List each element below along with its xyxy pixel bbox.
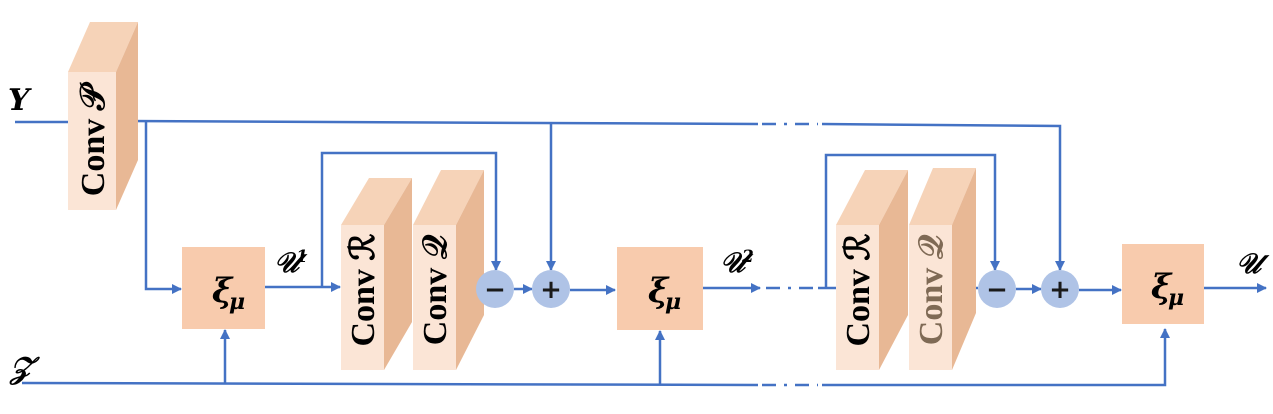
xi-symbol: ξ: [648, 271, 670, 311]
plus-sign: +: [540, 275, 562, 305]
conv-q1-side: [456, 170, 484, 370]
top-bus-line-a: [117, 119, 759, 126]
z-input-label: 𝒵: [9, 351, 40, 386]
conv-q2-front: [909, 225, 952, 370]
z-bus-a: [21, 381, 759, 387]
plus-sign: +: [1049, 275, 1071, 305]
conv-q1-top: [413, 170, 484, 225]
conv-r2-top: [836, 170, 908, 225]
z-bus-b: [822, 328, 1170, 387]
conv-r2-front: [836, 225, 879, 370]
conv-r2-label: Conv ℛ: [840, 233, 877, 346]
xi-subscript: μ: [229, 289, 245, 315]
conv-p-top: [68, 22, 138, 72]
conv-r2-side: [879, 170, 908, 370]
output-u-label: 𝒰: [1236, 247, 1270, 280]
plus-op-2: +: [1041, 270, 1079, 308]
conv-r1-front: [341, 225, 384, 370]
conv-p-block: Conv 𝒫: [68, 22, 138, 210]
conv-r-block-1: Conv ℛ: [341, 178, 412, 370]
conv-r-block-2: Conv ℛ: [836, 170, 908, 370]
xi-symbol: ξ: [1151, 267, 1173, 307]
xi-box-1: ξ μ: [182, 247, 265, 329]
minus-sign: −: [484, 275, 506, 305]
minus-op-2: −: [978, 270, 1016, 308]
plus-op-1: +: [532, 270, 570, 308]
minus-sign: −: [986, 275, 1008, 305]
conv-q1-label: Conv 𝒬: [417, 234, 454, 345]
top-bus-line-b: [821, 122, 1065, 271]
u1-superscript: 1: [296, 247, 308, 267]
conv-q-block-1: Conv 𝒬: [413, 170, 484, 370]
skip-loop-1: [320, 151, 501, 287]
conv-p-front: [68, 72, 116, 210]
conv-r1-top: [341, 178, 412, 225]
conv-p-side: [116, 22, 138, 210]
conv-q-block-2: Conv 𝒬: [909, 168, 976, 370]
conv-r1-side: [384, 178, 412, 370]
conv-q2-top: [909, 168, 976, 225]
y-input-label: Y: [8, 83, 32, 118]
xi-box-2: ξ μ: [617, 247, 703, 330]
conv-p-label: Conv 𝒫: [75, 81, 112, 196]
xi-subscript: μ: [1168, 285, 1184, 311]
skip-loop-2: [824, 153, 1000, 288]
conv-q2-label: Conv 𝒬: [913, 234, 950, 345]
minus-op-1: −: [476, 270, 514, 308]
xi-box-3: ξ μ: [1122, 244, 1204, 324]
conv-r1-label: Conv ℛ: [345, 233, 382, 346]
connections: [15, 119, 1267, 387]
u2-label: 𝒰 2: [720, 246, 754, 279]
xi-symbol: ξ: [212, 271, 234, 311]
xi-subscript: μ: [665, 289, 681, 315]
conv-q1-front: [413, 225, 456, 370]
conv-q2-side: [952, 168, 976, 370]
convp-to-xi1: [144, 122, 182, 294]
u2-superscript: 2: [741, 247, 754, 267]
u1-label: 𝒰 1: [274, 246, 308, 279]
